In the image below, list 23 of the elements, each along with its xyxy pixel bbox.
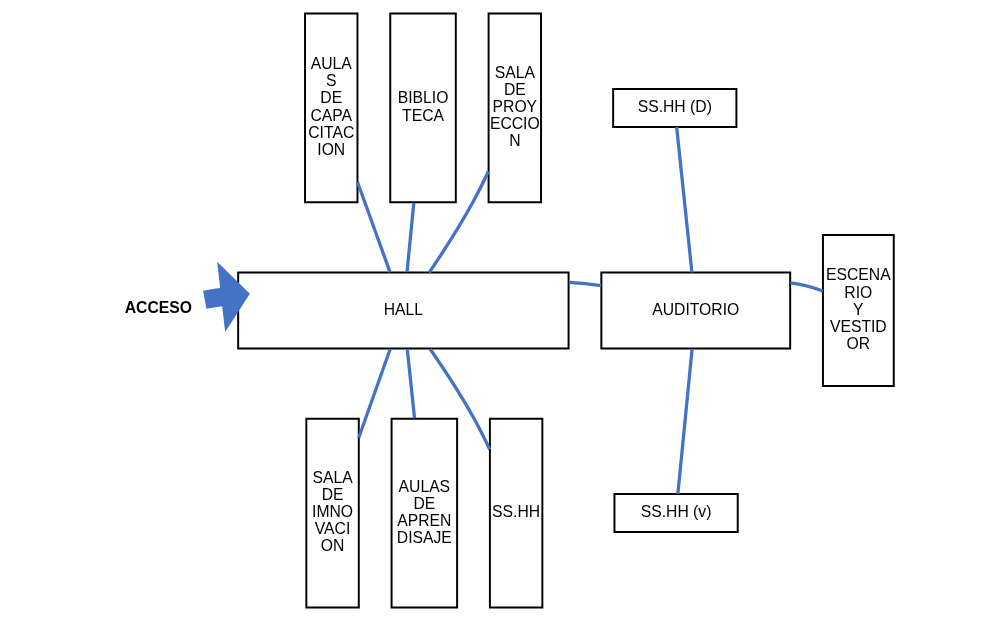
connector xyxy=(356,348,392,439)
connector xyxy=(675,348,694,495)
node-box: AULAS DE APREN DISAJE xyxy=(390,417,458,609)
node-box: SS.HH (D) xyxy=(611,87,737,128)
connector xyxy=(568,280,601,288)
arrow xyxy=(202,261,250,333)
node-box: SS.HH xyxy=(488,417,543,609)
node-box: ESCENA RIO Y VESTID OR xyxy=(821,234,895,387)
connector xyxy=(404,202,415,273)
node-box: SALA DE PROY ECCIO N xyxy=(487,12,542,204)
connector xyxy=(674,126,694,273)
connector xyxy=(405,348,416,419)
connector xyxy=(427,170,490,274)
node-box: BIBLIO TECA xyxy=(388,12,457,204)
node-box: SALA DE IMNO VACI ON xyxy=(304,417,360,609)
node-box: HALL xyxy=(236,271,570,350)
connector xyxy=(789,281,823,293)
node-box: AULA S DE CAPA CITAC ION xyxy=(303,12,358,204)
node-box: AUDITORIO xyxy=(599,271,791,350)
connector xyxy=(355,181,392,273)
node-box: SS.HH (v) xyxy=(613,493,739,534)
connector xyxy=(428,348,491,451)
node-text: ACCESO xyxy=(124,299,192,317)
